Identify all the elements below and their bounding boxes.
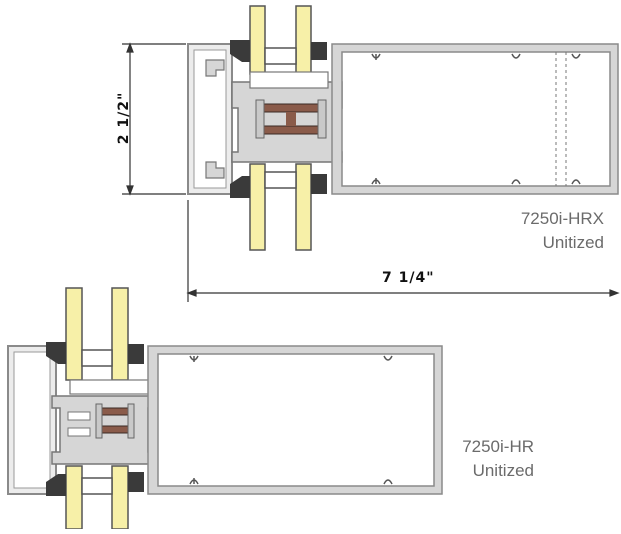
hr-model-label: 7250i-HR [462, 437, 534, 456]
hrx-face-hook-bottom [205, 161, 225, 179]
hr-glass-outer-bottom [65, 465, 83, 530]
hrx-model-label: 7250i-HRX [520, 209, 604, 228]
hr-screw-splines [189, 355, 393, 485]
hr-spacer-top [81, 349, 113, 367]
hrx-type-label: Unitized [542, 233, 604, 252]
hrx-gasket-4 [311, 174, 327, 194]
hrx-glass-inner-top [295, 5, 312, 75]
hr-spacer-bottom [81, 477, 113, 495]
depth-dimension [186, 200, 620, 302]
hr-profile [7, 287, 443, 530]
hrx-pocket [249, 71, 329, 89]
hrx-gasket-3 [230, 176, 250, 198]
hr-gasket-2 [128, 344, 144, 364]
hr-main-tube [147, 345, 443, 495]
height-dimension [122, 42, 186, 196]
hr-type-label: Unitized [472, 461, 534, 480]
hrx-thermal-break [255, 99, 327, 139]
hr-face-inner [13, 351, 51, 489]
hr-glass-inner-top [111, 287, 129, 381]
depth-dimension-label: 7 1/4" [382, 270, 435, 286]
hr-glass-inner-bottom [111, 465, 129, 530]
hrx-profile [187, 5, 619, 251]
hr-gasket-4 [128, 472, 144, 492]
height-dimension-label: 2 1/2" [116, 91, 132, 145]
hrx-glass-outer-bottom [249, 163, 266, 251]
hrx-screw-splines [371, 53, 581, 185]
hr-pocket [69, 379, 151, 395]
hr-gasket-1 [46, 342, 66, 364]
hrx-gasket-2 [311, 42, 327, 60]
hrx-face-hook-top [205, 59, 225, 77]
hrx-gasket-1 [230, 40, 250, 62]
hrx-main-tube [331, 43, 619, 195]
hr-gasket-3 [46, 474, 66, 496]
hrx-glass-outer-top [249, 5, 266, 75]
hrx-spacer-bottom [264, 171, 297, 189]
hrx-glass-inner-bottom [295, 163, 312, 251]
hr-thermal-break [67, 403, 135, 439]
hr-glass-outer-top [65, 287, 83, 381]
hrx-spacer-top [264, 47, 297, 65]
